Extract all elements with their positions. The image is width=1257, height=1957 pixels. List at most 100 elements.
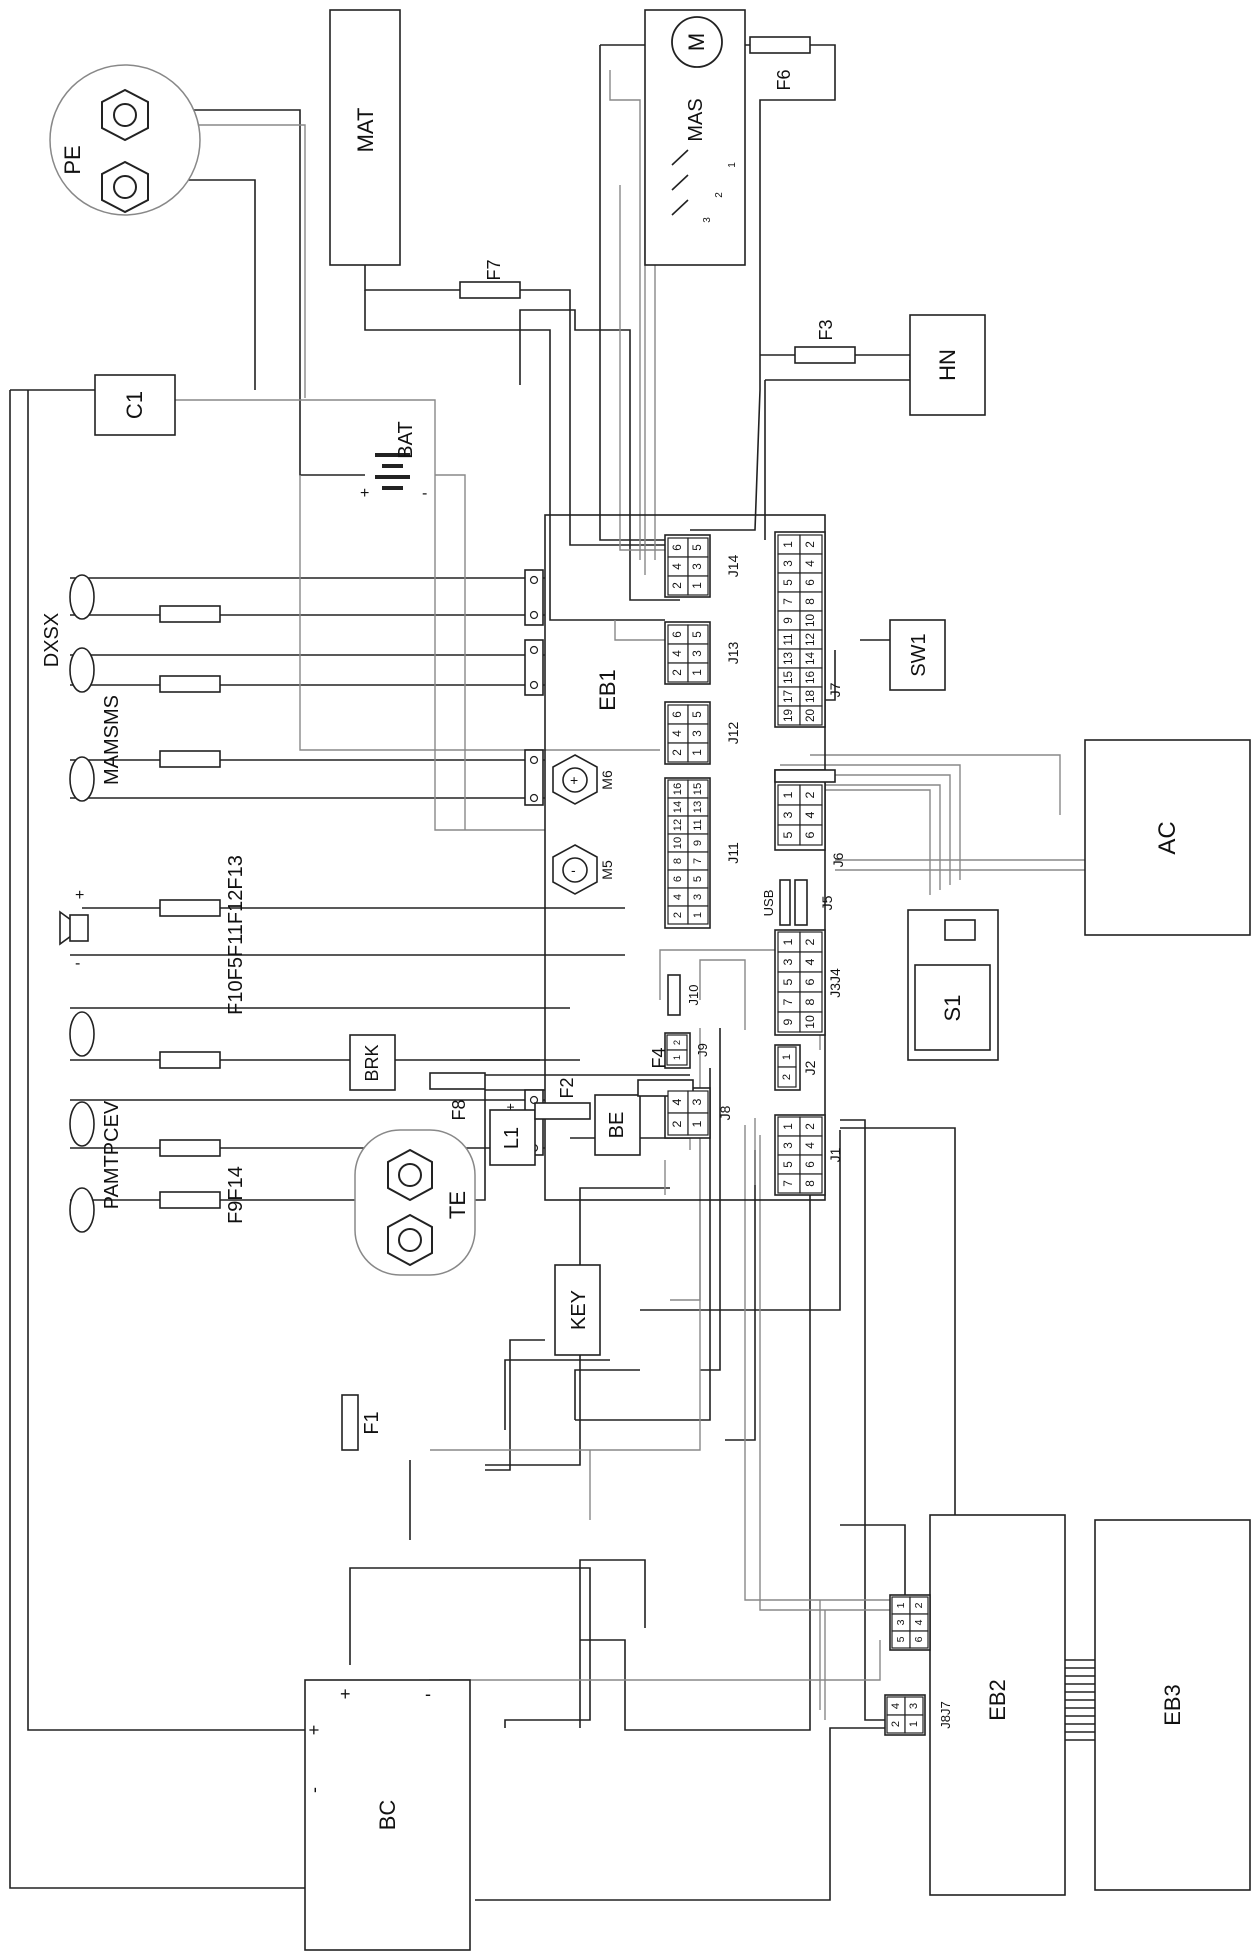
j7-pin-label: 16 xyxy=(804,671,817,685)
bc-minus-top: - xyxy=(425,1684,431,1704)
eb1-terminal-blocks xyxy=(524,569,544,1156)
connector-j10: J10 xyxy=(667,974,701,1016)
f6-label: F6 xyxy=(774,69,794,90)
f9f14-label: F9F14 xyxy=(225,1166,247,1224)
j11-pin-label: 2 xyxy=(672,912,684,918)
pe-terminal: PE xyxy=(49,64,201,216)
j7-pin-label: 18 xyxy=(804,690,817,704)
j8-pin-label: 1 xyxy=(690,1120,704,1127)
j13-pin-label: 6 xyxy=(671,631,684,638)
j11-pin-label: 3 xyxy=(692,894,704,900)
j3j4-pin-label: 4 xyxy=(803,958,817,965)
te-label: TE xyxy=(445,1191,470,1219)
l1-label: L1 xyxy=(501,1127,523,1149)
key-label: KEY xyxy=(568,1290,590,1330)
j14-pin-label: 3 xyxy=(691,563,704,570)
j11-pin-label: 10 xyxy=(672,837,684,849)
j8j7-pin-label: 4 xyxy=(890,1703,902,1709)
j8-pin-label: 3 xyxy=(690,1098,704,1105)
j3j4-pin-label: 10 xyxy=(803,1015,817,1029)
j11-pin-label: 4 xyxy=(672,894,684,900)
c1-label: C1 xyxy=(122,391,147,419)
s1-label: S1 xyxy=(940,995,965,1022)
j3j4-pin-label: 3 xyxy=(781,958,795,965)
j12-pin-label: 6 xyxy=(671,711,684,718)
j6-pin-label: 2 xyxy=(803,791,817,798)
eb2conn-pin-cell xyxy=(909,1630,929,1649)
j13-pin-label: 3 xyxy=(691,650,704,657)
j3j4-pin-label: 5 xyxy=(781,978,795,985)
j7-pin-label: 2 xyxy=(804,541,817,548)
usb-label: USB xyxy=(761,890,776,917)
j14-pin-label: 5 xyxy=(691,544,704,551)
j1-pin-label: 7 xyxy=(782,1180,795,1187)
connector-usb: USB J5 xyxy=(761,879,835,926)
j11-pin-label: 11 xyxy=(692,819,704,831)
pe-label: PE xyxy=(60,145,85,174)
j7-pin-cell xyxy=(799,705,823,726)
j3j4-pin-cell xyxy=(799,1011,823,1033)
eb2conn-pin-label: 2 xyxy=(913,1602,925,1608)
eb2-label: EB2 xyxy=(985,1679,1010,1721)
load-mamsms: MAMSMS xyxy=(69,695,221,802)
motor-m-label: M xyxy=(684,33,709,51)
j8j7-pin-label: 2 xyxy=(890,1721,902,1727)
bc-plus-left: + xyxy=(304,1725,324,1736)
j9-label: J9 xyxy=(695,1043,710,1057)
j8-pin-cell xyxy=(687,1112,709,1136)
mas-contact-3: 3 xyxy=(702,217,713,223)
j3j4-pin-label: 1 xyxy=(781,938,795,945)
brk-component: BRK xyxy=(349,1034,396,1091)
m6-label: M6 xyxy=(599,770,615,790)
eb1-label: EB1 xyxy=(595,669,620,711)
sw1-component: SW1 xyxy=(889,619,946,691)
f4-label: F4 xyxy=(649,1047,669,1068)
j1-label: J1 xyxy=(827,1147,843,1162)
j7-pin-label: 10 xyxy=(804,614,817,628)
f7-label: F7 xyxy=(484,259,504,280)
j1-pin-label: 5 xyxy=(782,1161,795,1168)
load-f10f5: F10F5F11F12F13 xyxy=(69,855,247,1069)
j14-pin-label: 4 xyxy=(671,563,684,570)
j7-pin-label: 15 xyxy=(782,671,795,685)
j7-pin-label: 4 xyxy=(804,560,817,567)
fuse-f2: F2 xyxy=(534,1077,591,1120)
hn-component: HN xyxy=(909,314,986,416)
j13-pin-label: 2 xyxy=(671,669,684,676)
bat-label: BAT xyxy=(395,421,417,458)
load-valve: + - xyxy=(59,887,221,972)
fuse-f8: F8 xyxy=(429,1072,486,1121)
valve-minus: - xyxy=(75,955,80,972)
j3j4-pin-label: 6 xyxy=(803,978,817,985)
j12-label: J12 xyxy=(725,722,741,745)
c1-component: C1 xyxy=(94,374,176,436)
j6-pin-label: 5 xyxy=(781,831,795,838)
eb2conn-pin-label: 4 xyxy=(913,1619,925,1625)
s1-component: S1 xyxy=(907,909,999,1061)
ac-label: AC xyxy=(1154,821,1181,854)
j3j4-pin-label: 7 xyxy=(781,998,795,1005)
j7-pin-label: 6 xyxy=(804,579,817,586)
j12-pin-label: 3 xyxy=(691,730,704,737)
mas-component: M MAS 1 2 3 xyxy=(644,9,746,266)
key-component: KEY xyxy=(554,1264,601,1356)
j7-pin-label: 19 xyxy=(782,709,795,722)
j11-pin-label: 13 xyxy=(692,801,704,813)
j7-pin-label: 8 xyxy=(804,598,817,605)
mat-component: MAT xyxy=(329,9,401,266)
j13-pin-cell xyxy=(687,662,709,683)
j12-pin-label: 4 xyxy=(671,730,684,737)
j1-pin-label: 4 xyxy=(804,1142,817,1149)
wires-gray xyxy=(145,70,1085,1720)
f10f5-label: F10F5F11F12F13 xyxy=(225,855,247,1015)
f2-label: F2 xyxy=(557,1077,577,1098)
f8-label: F8 xyxy=(449,1099,469,1120)
m6-terminal: + M6 xyxy=(552,754,615,805)
j11-pin-label: 9 xyxy=(692,840,704,846)
battery: BAT + - xyxy=(360,421,427,502)
j6-label: J6 xyxy=(830,852,846,867)
hn-label: HN xyxy=(935,349,960,381)
l1-component: L1 xyxy=(489,1109,536,1166)
j7-pin-label: 17 xyxy=(782,690,795,703)
